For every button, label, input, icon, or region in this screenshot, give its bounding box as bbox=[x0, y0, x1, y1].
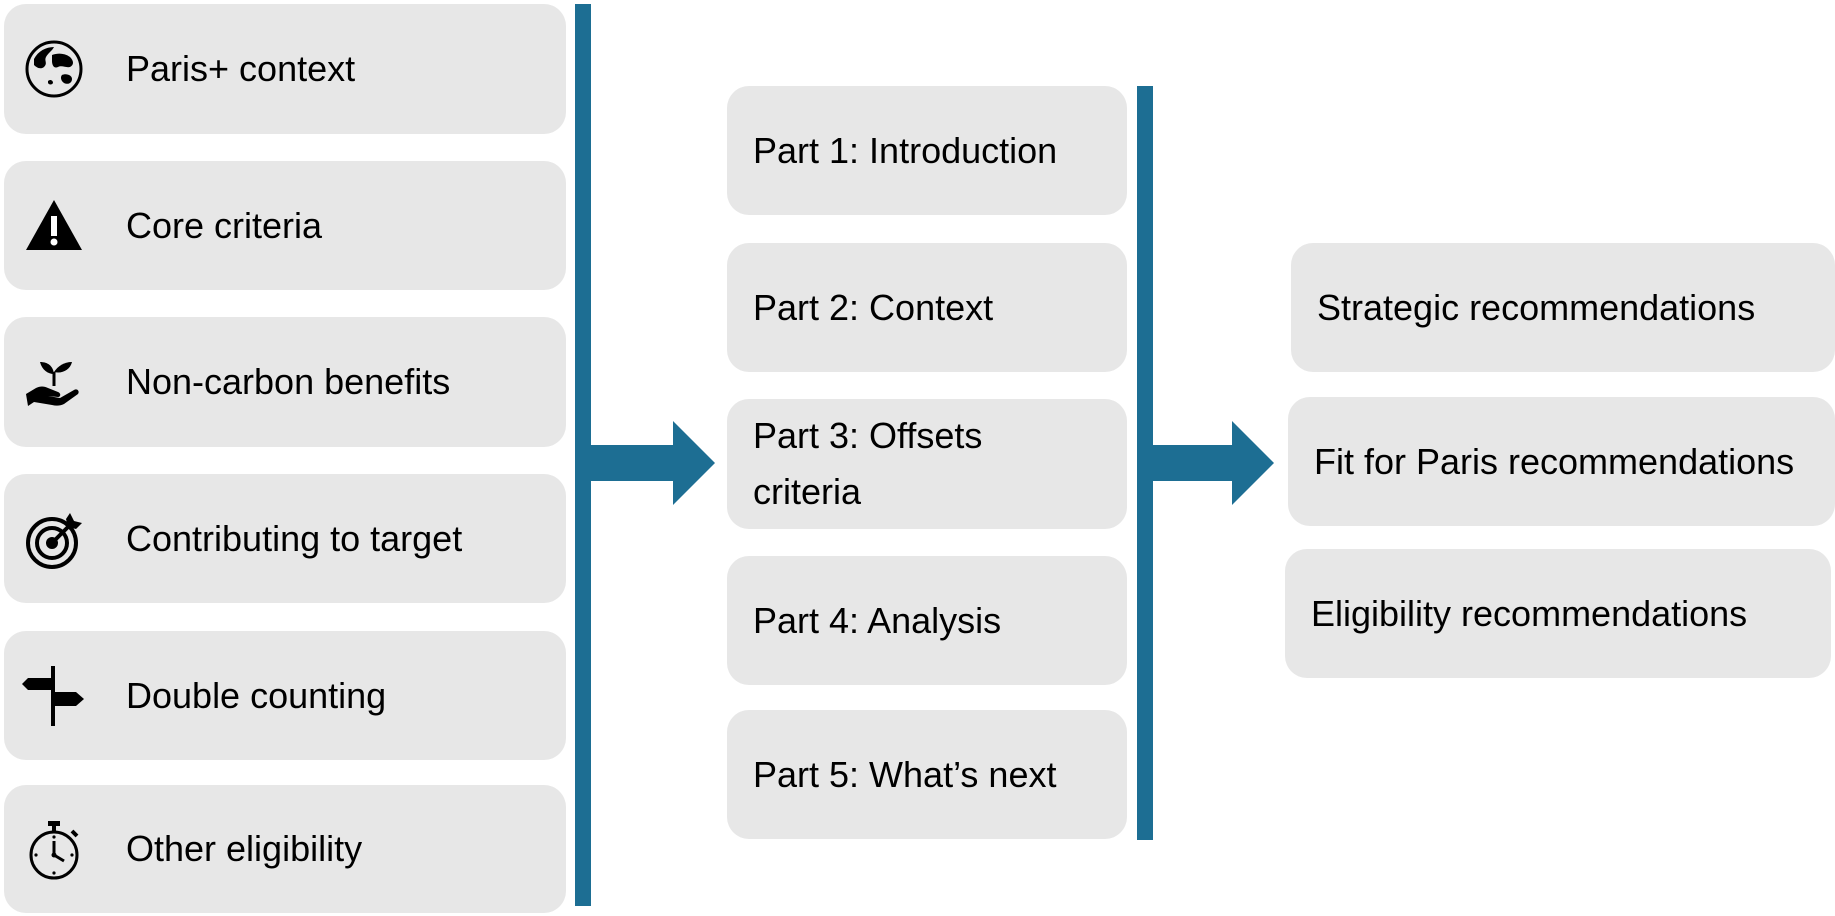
theme-label: Core criteria bbox=[126, 204, 323, 246]
part-box-5: Part 5: What’s next bbox=[727, 710, 1127, 839]
theme-label: Double counting bbox=[126, 674, 387, 716]
recommendation-label: Strategic recommendations bbox=[1317, 286, 1756, 328]
theme-box-contributing-to-target: Contributing to target bbox=[4, 474, 566, 603]
part-label: Part 2: Context bbox=[753, 286, 994, 328]
part-box-4: Part 4: Analysis bbox=[727, 556, 1127, 685]
part-box-2: Part 2: Context bbox=[727, 243, 1127, 372]
stopwatch-icon bbox=[22, 817, 86, 881]
theme-label: Paris+ context bbox=[126, 48, 356, 89]
target-icon bbox=[22, 507, 86, 571]
theme-label: Non-carbon benefits bbox=[126, 361, 451, 402]
theme-box-core-criteria: Core criteria bbox=[4, 161, 566, 290]
arrow-right-icon bbox=[1151, 421, 1274, 505]
arrow-right-icon bbox=[589, 421, 715, 505]
recommendation-label: Eligibility recommendations bbox=[1311, 592, 1748, 634]
part-box-1: Part 1: Introduction bbox=[727, 86, 1127, 215]
theme-box-paris-context: Paris+ context bbox=[4, 4, 566, 134]
theme-box-other-eligibility: Other eligibility bbox=[4, 785, 566, 913]
theme-box-non-carbon-benefits: Non-carbon benefits bbox=[4, 317, 566, 447]
globe-icon bbox=[22, 37, 86, 101]
part-label: Part 4: Analysis bbox=[753, 599, 1002, 641]
recommendation-box-strategic: Strategic recommendations bbox=[1291, 243, 1835, 372]
part-box-3: Part 3: Offsets criteria bbox=[727, 399, 1127, 529]
connector-bar-right bbox=[1137, 86, 1153, 840]
recommendation-label: Fit for Paris recommendations bbox=[1314, 440, 1795, 482]
part-label: Part 5: What’s next bbox=[753, 753, 1057, 795]
recommendation-box-eligibility: Eligibility recommendations bbox=[1285, 549, 1831, 678]
part-label: Part 3: Offsets criteria bbox=[753, 415, 983, 512]
theme-box-double-counting: Double counting bbox=[4, 631, 566, 760]
signpost-icon bbox=[22, 664, 86, 728]
theme-label: Other eligibility bbox=[126, 828, 363, 869]
connector-bar-left bbox=[575, 4, 591, 906]
hand-plant-icon bbox=[22, 350, 86, 414]
recommendation-box-fit-for-paris: Fit for Paris recommendations bbox=[1288, 397, 1835, 526]
theme-label: Contributing to target bbox=[126, 517, 463, 559]
warning-icon bbox=[22, 194, 86, 258]
part-label: Part 1: Introduction bbox=[753, 129, 1058, 171]
